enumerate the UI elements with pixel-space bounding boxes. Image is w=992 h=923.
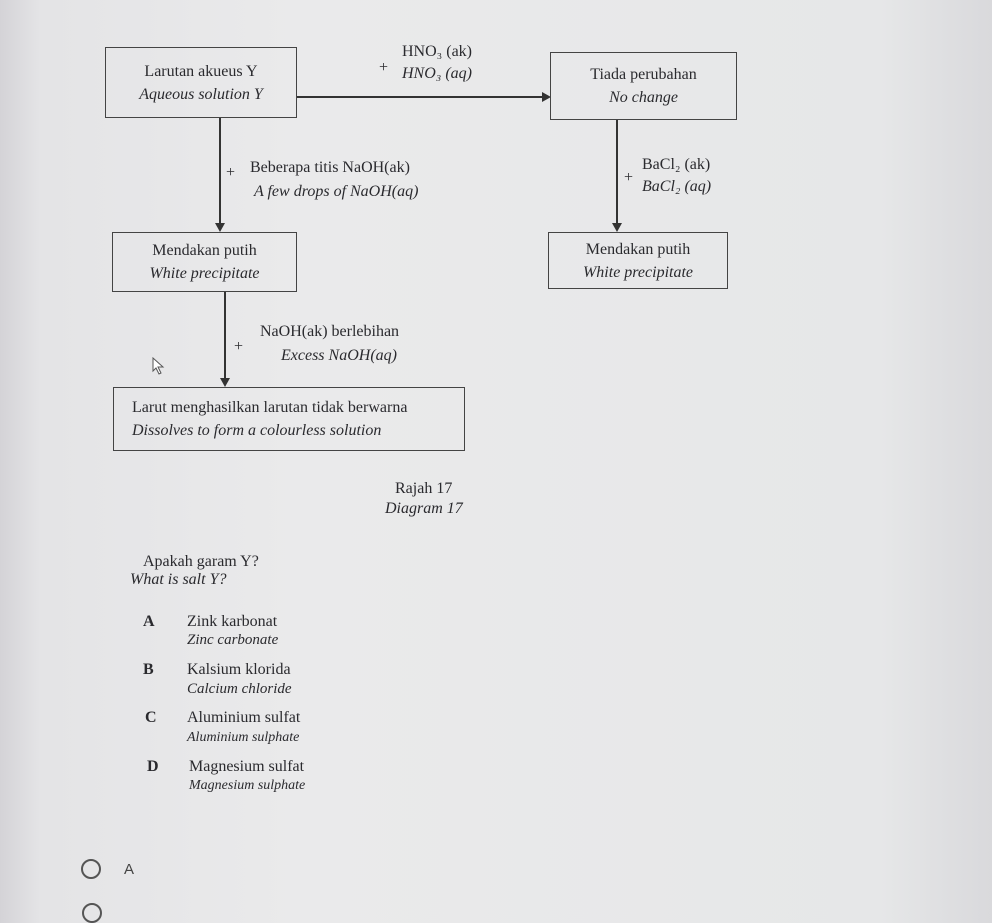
reagent-excess-naoh-en: Excess NaOH(aq) — [281, 347, 397, 364]
box-text-ms: Larut menghasilkan larutan tidak berwarn… — [132, 399, 408, 416]
option-text-ms: Zink karbonat — [187, 613, 278, 630]
box-no-change: Tiada perubahan No change — [550, 52, 737, 120]
question-ms: Apakah garam Y? — [143, 553, 259, 570]
plus-sign: + — [379, 59, 389, 76]
box-text-en: White precipitate — [582, 263, 694, 281]
reagent-naoh-en: A few drops of NaOH(aq) — [254, 183, 419, 200]
option-text-en: Magnesium sulphate — [189, 778, 306, 793]
arrow-head-icon — [220, 378, 230, 387]
option-text-en: Calcium chloride — [187, 681, 292, 697]
box-white-precipitate-2: Mendakan putih White precipitate — [548, 232, 728, 289]
arrow-head-icon — [215, 223, 225, 232]
option-text-en: Zinc carbonate — [187, 632, 279, 648]
answer-option-a[interactable]: A — [81, 857, 161, 881]
question-en: What is salt Y? — [130, 571, 227, 588]
arrow-line — [224, 292, 226, 379]
mouse-cursor-icon — [152, 357, 165, 375]
plus-sign: + — [234, 338, 244, 355]
plus-sign: + — [624, 169, 634, 186]
reagent-excess-naoh-ms: NaOH(ak) berlebihan — [260, 323, 400, 340]
box-dissolves: Larut menghasilkan larutan tidak berwarn… — [113, 387, 465, 451]
reagent-bacl2-en: BaCl₂ (aq) — [642, 178, 712, 195]
arrow-line — [297, 96, 542, 98]
box-text-en: No change — [609, 89, 678, 106]
reagent-hno3-ms: HNO₃ (ak) — [402, 43, 472, 60]
arrow-line — [219, 118, 221, 224]
box-aqueous-solution: Larutan akueus Y Aqueous solution Y — [105, 47, 297, 118]
option-text-ms: Magnesium sulfat — [189, 758, 305, 775]
reagent-bacl2-ms: BaCl₂ (ak) — [642, 156, 711, 173]
reagent-hno3-en: HNO₃ (aq) — [402, 65, 472, 82]
box-text-ms: Larutan akueus Y — [144, 62, 258, 80]
caption-ms: Rajah 17 — [395, 480, 453, 497]
option-text-ms: Kalsium klorida — [187, 661, 291, 678]
box-text-en: Dissolves to form a colourless solution — [132, 422, 382, 439]
option-letter: A — [143, 613, 155, 630]
box-text-ms: Tiada perubahan — [590, 66, 697, 83]
arrow-line — [616, 120, 618, 224]
answer-label: A — [124, 861, 135, 878]
arrow-head-icon — [542, 92, 551, 102]
arrow-head-icon — [612, 223, 622, 232]
option-letter: D — [147, 758, 159, 775]
reagent-naoh-ms: Beberapa titis NaOH(ak) — [250, 159, 410, 176]
option-text-en: Aluminium sulphate — [187, 730, 300, 745]
box-text-ms: Mendakan putih — [152, 242, 257, 259]
plus-sign: + — [226, 164, 236, 181]
box-text-en: White precipitate — [149, 265, 260, 282]
radio-button[interactable] — [81, 859, 101, 879]
option-text-ms: Aluminium sulfat — [187, 709, 301, 726]
box-white-precipitate: Mendakan putih White precipitate — [112, 232, 297, 292]
radio-button-next[interactable] — [82, 903, 102, 923]
option-letter: C — [145, 709, 157, 726]
box-text-ms: Mendakan putih — [585, 240, 691, 258]
option-letter: B — [143, 661, 154, 678]
box-text-en: Aqueous solution Y — [139, 85, 263, 103]
caption-en: Diagram 17 — [385, 500, 463, 517]
